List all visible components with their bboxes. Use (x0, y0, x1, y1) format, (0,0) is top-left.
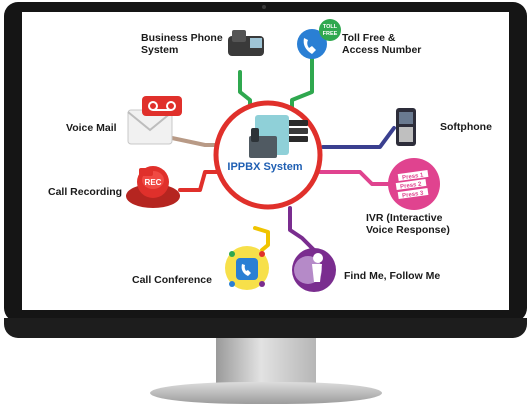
label-toll-free: Toll Free & Access Number (342, 32, 422, 56)
envelope-voicemail-icon (127, 96, 182, 145)
mobile-phone-icon (396, 108, 416, 146)
svg-text:FREE: FREE (323, 31, 338, 37)
svg-text:Press 3: Press 3 (402, 190, 425, 199)
label-voice-mail: Voice Mail (66, 122, 117, 134)
desk-phone-icon (228, 30, 264, 56)
camera-dot (262, 5, 266, 9)
svg-text:REC: REC (145, 178, 162, 187)
monitor-stand-base (150, 382, 382, 404)
label-business-phone: Business Phone System (141, 32, 223, 56)
hub-title: IPPBX System (227, 161, 303, 173)
conference-icon (225, 246, 269, 290)
phone-handset-icon: TOLL FREE (297, 19, 341, 59)
ivr-menu-icon: Press 1 Press 2 Press 3 (388, 158, 440, 210)
label-find-me: Find Me, Follow Me (344, 270, 441, 282)
svg-text:TOLL: TOLL (323, 24, 338, 30)
connector-find-me (288, 206, 316, 252)
svg-text:Press 1: Press 1 (402, 172, 425, 181)
svg-text:Press 2: Press 2 (400, 181, 423, 190)
connector-toll-free (290, 56, 314, 118)
server-icon (288, 120, 308, 142)
monitor-chin (4, 318, 527, 338)
rec-button-icon: REC (126, 166, 180, 208)
label-call-conference: Call Conference (132, 274, 212, 286)
connector-softphone (321, 126, 396, 149)
monitor-stand-neck (216, 338, 316, 384)
label-call-recording: Call Recording (48, 186, 123, 198)
connector-call-conference (253, 226, 270, 252)
connector-call-recording (178, 170, 227, 192)
hub-phone-icon (249, 115, 289, 158)
label-ivr: IVR (Interactive Voice Response) (366, 212, 450, 236)
connector-ivr (318, 170, 394, 186)
globe-person-icon (292, 248, 336, 292)
label-softphone: Softphone (440, 121, 492, 133)
